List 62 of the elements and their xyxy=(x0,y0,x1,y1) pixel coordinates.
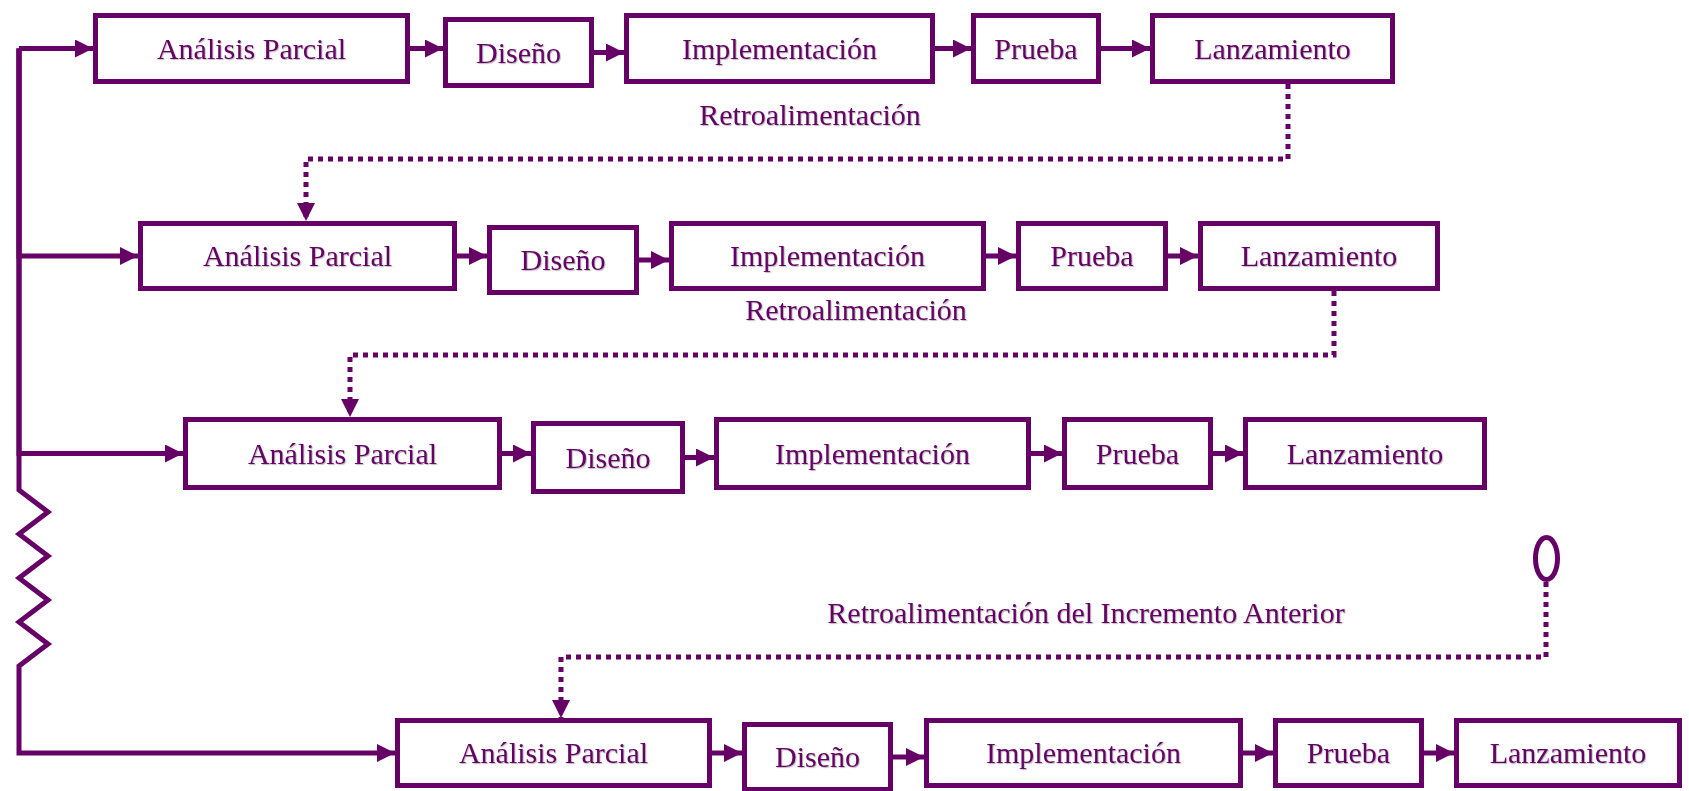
dotted-arrow xyxy=(552,582,1549,718)
process-box xyxy=(971,13,1101,84)
process-box xyxy=(395,718,712,788)
box-label: Diseño xyxy=(520,243,606,277)
box-label: Implementación xyxy=(775,436,970,471)
process-box xyxy=(138,221,457,291)
box-label: Prueba xyxy=(1050,239,1134,273)
arrow xyxy=(712,744,742,762)
box-label: Prueba xyxy=(1306,736,1391,770)
arrow xyxy=(1168,247,1198,265)
box-label: Diseño xyxy=(476,35,561,70)
dotted-arrow xyxy=(341,291,1337,417)
oval-terminator xyxy=(1533,535,1560,582)
process-box xyxy=(1198,221,1440,291)
box-label: Lanzamiento xyxy=(1489,736,1647,770)
arrow xyxy=(1243,744,1273,762)
arrow xyxy=(16,39,93,58)
process-box xyxy=(714,417,1031,490)
box-label: Prueba xyxy=(1095,436,1180,471)
arrow xyxy=(935,39,971,58)
box-label: Implementación xyxy=(682,31,877,66)
process-box xyxy=(1150,13,1395,84)
arrow xyxy=(14,48,395,762)
arrow xyxy=(1213,444,1243,463)
process-box xyxy=(183,417,502,490)
arrow xyxy=(639,251,669,269)
dotted-arrow xyxy=(297,84,1291,221)
process-box xyxy=(742,722,893,791)
box-label: Análisis Parcial xyxy=(202,239,393,273)
arrow xyxy=(457,247,487,265)
box-label: Implementación xyxy=(730,239,925,273)
process-box xyxy=(624,13,935,84)
arrow xyxy=(1031,444,1062,463)
box-label: Análisis Parcial xyxy=(458,736,649,770)
box-label: Implementación xyxy=(986,736,1181,770)
box-label: Lanzamiento xyxy=(1194,31,1351,66)
box-label: Análisis Parcial xyxy=(156,31,347,66)
arrow xyxy=(685,448,714,467)
box-label: Diseño xyxy=(565,440,651,475)
arrow xyxy=(594,43,624,62)
arrow xyxy=(893,748,924,766)
box-label: Prueba xyxy=(994,31,1078,66)
process-box xyxy=(531,421,685,494)
process-box xyxy=(924,718,1243,788)
box-label: Diseño xyxy=(775,740,860,774)
arrow xyxy=(1101,39,1150,58)
box-label: Lanzamiento xyxy=(1286,436,1444,471)
process-box xyxy=(1016,221,1168,291)
arrow xyxy=(986,247,1016,265)
process-box xyxy=(1062,417,1213,490)
box-label: Análisis Parcial xyxy=(247,436,438,471)
process-box xyxy=(443,17,594,88)
process-box xyxy=(487,225,639,295)
process-box xyxy=(1273,718,1424,788)
process-box xyxy=(1454,718,1682,788)
process-box xyxy=(1243,417,1487,490)
process-box xyxy=(93,13,410,84)
process-box xyxy=(669,221,986,291)
box-label: Lanzamiento xyxy=(1240,239,1398,273)
arrow xyxy=(410,39,443,58)
arrow xyxy=(502,444,531,463)
arrow xyxy=(1424,744,1454,762)
